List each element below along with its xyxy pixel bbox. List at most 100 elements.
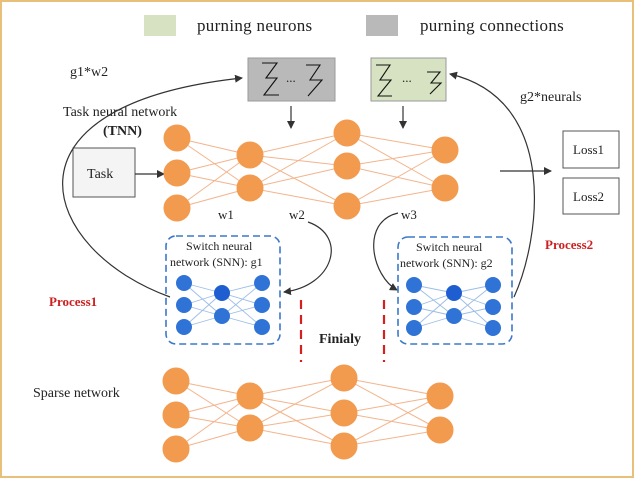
task-neural-network bbox=[163, 119, 459, 222]
tnn-edge bbox=[249, 132, 348, 189]
tnn-node bbox=[163, 124, 191, 152]
snn1-edge bbox=[183, 292, 223, 328]
w2-to-snn1-curve bbox=[283, 221, 332, 296]
w3-to-snn2-curve bbox=[373, 212, 399, 291]
tnn-node bbox=[236, 174, 264, 202]
snn1-node bbox=[214, 308, 230, 324]
tnn-edge bbox=[346, 149, 446, 207]
tnn-edge bbox=[249, 165, 348, 189]
snn1-node bbox=[254, 275, 270, 291]
snn1-node bbox=[254, 297, 270, 313]
snn2-title-line2: network (SNN): g2 bbox=[400, 256, 493, 270]
snn1-network bbox=[176, 275, 270, 335]
tnn-node bbox=[236, 141, 264, 169]
right-switch-glyph bbox=[427, 71, 443, 95]
snn1-edge bbox=[183, 282, 223, 317]
snn2-node bbox=[406, 320, 422, 336]
connections-pruning-panel: ... bbox=[247, 57, 336, 102]
task-box: Task bbox=[72, 147, 136, 198]
snn1-node bbox=[176, 319, 192, 335]
label-process1: Process1 bbox=[49, 294, 97, 309]
legend-connections-swatch bbox=[366, 15, 398, 36]
tnn-node bbox=[333, 152, 361, 180]
sparse-edge bbox=[249, 377, 345, 397]
snn1-title-line2: network (SNN): g1 bbox=[170, 255, 263, 269]
snn2-node bbox=[406, 299, 422, 315]
tnn-edge bbox=[249, 154, 348, 207]
tnn-node bbox=[333, 119, 361, 147]
tnn-edge bbox=[346, 165, 446, 189]
label-g2neurals: g2*neurals bbox=[520, 90, 581, 105]
label-tnn-line2: (TNN) bbox=[103, 124, 142, 139]
sparse-edge bbox=[175, 380, 251, 429]
tnn-node bbox=[431, 136, 459, 164]
legend-connections-label: purning connections bbox=[420, 16, 564, 35]
snn2-edge bbox=[453, 292, 494, 329]
g1w2-feedback-curve bbox=[62, 74, 243, 298]
snn1-node bbox=[214, 285, 230, 301]
snn2-node bbox=[485, 299, 501, 315]
sparse-node bbox=[162, 435, 190, 463]
sparse-node bbox=[236, 382, 264, 410]
legend-neurons-label: purning neurons bbox=[197, 16, 312, 35]
snn2-edge bbox=[413, 284, 455, 317]
snn1-box: Switch neural network (SNN): g1 bbox=[165, 235, 281, 345]
snn2-edge bbox=[453, 284, 494, 317]
sparse-edge bbox=[343, 429, 441, 447]
tnn-node bbox=[163, 194, 191, 222]
snn2-node bbox=[485, 320, 501, 336]
snn2-network bbox=[406, 277, 501, 336]
sparse-node bbox=[330, 399, 358, 427]
snn2-edge bbox=[413, 292, 455, 329]
snn2-node bbox=[485, 277, 501, 293]
sparse-edge bbox=[249, 427, 345, 447]
tnn-edge bbox=[176, 137, 251, 189]
sparse-edge bbox=[175, 395, 251, 450]
snn2-node bbox=[406, 277, 422, 293]
label-g1w2: g1*w2 bbox=[70, 65, 108, 80]
neurons-pruning-panel: ... bbox=[370, 57, 447, 102]
tnn-edge bbox=[346, 132, 446, 151]
label-finialy: Finialy bbox=[319, 332, 361, 347]
snn1-node bbox=[176, 275, 192, 291]
sparse-node bbox=[330, 432, 358, 460]
snn1-edge bbox=[221, 292, 263, 328]
loss2-box: Loss2 bbox=[562, 177, 620, 215]
label-sparse-network: Sparse network bbox=[33, 386, 120, 401]
sparse-edge bbox=[249, 377, 345, 429]
snn1-node bbox=[254, 319, 270, 335]
legend: purning neurons purning connections bbox=[144, 15, 564, 36]
sparse-edge bbox=[343, 395, 441, 447]
sparse-edge bbox=[343, 395, 441, 414]
panel-right-dots: ... bbox=[402, 70, 412, 85]
snn1-node bbox=[176, 297, 192, 313]
sparse-edge bbox=[249, 395, 345, 414]
sparse-node bbox=[162, 367, 190, 395]
panel-left-dots: ... bbox=[286, 70, 296, 85]
task-label: Task bbox=[87, 167, 113, 182]
tnn-node bbox=[333, 192, 361, 220]
sparse-node bbox=[162, 401, 190, 429]
left-switch-glyph bbox=[262, 62, 279, 96]
sparse-node bbox=[426, 382, 454, 410]
loss1-box: Loss1 bbox=[562, 130, 620, 169]
tnn-edge bbox=[249, 132, 348, 156]
label-tnn-line1: Task neural network bbox=[63, 105, 177, 120]
snn2-box: Switch neural network (SNN): g2 bbox=[397, 236, 513, 345]
tnn-edge bbox=[249, 187, 348, 207]
label-w1: w1 bbox=[218, 207, 234, 222]
snn1-title-line1: Switch neural bbox=[186, 239, 253, 253]
tnn-node bbox=[431, 174, 459, 202]
sparse-edge bbox=[343, 377, 441, 397]
sparse-node bbox=[236, 414, 264, 442]
g2-feedback-curve bbox=[449, 71, 535, 298]
tnn-edge bbox=[176, 154, 251, 209]
sparse-node bbox=[426, 416, 454, 444]
tnn-node bbox=[163, 159, 191, 187]
tnn-edge bbox=[346, 149, 446, 167]
loss2-label: Loss2 bbox=[573, 189, 604, 204]
label-process2: Process2 bbox=[545, 237, 593, 252]
sparse-node bbox=[330, 364, 358, 392]
snn2-node bbox=[446, 308, 462, 324]
